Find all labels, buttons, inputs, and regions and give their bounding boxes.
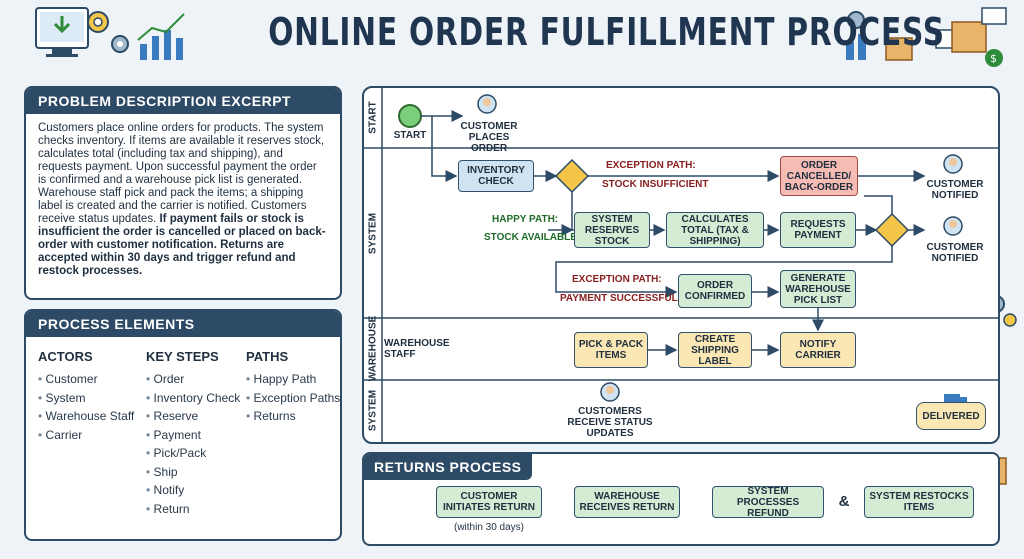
elements-heading: PROCESS ELEMENTS (26, 311, 340, 337)
delivered-node: DELIVERED (916, 402, 986, 430)
path-item: Exception Paths (246, 389, 340, 408)
truck-icon (944, 394, 967, 404)
request-payment-node: REQUESTS PAYMENT (780, 212, 856, 248)
shipping-label-node: CREATE SHIPPING LABEL (678, 332, 752, 368)
lane-start: START (367, 101, 379, 134)
actor-item: Customer (38, 370, 138, 389)
gear-icon (87, 11, 129, 53)
pick-list-node: GENERATE WAREHOUSE PICK LIST (780, 270, 856, 308)
lane-system: SYSTEM (367, 212, 379, 255)
step-item: Ship (146, 463, 246, 482)
exception-path-1-title: EXCEPTION PATH: (606, 160, 696, 171)
actor-item: Carrier (38, 426, 138, 445)
start-node (398, 104, 422, 128)
paths-column: PATHS Happy PathException PathsReturns (246, 349, 340, 426)
lane-system-2: SYSTEM (367, 389, 379, 432)
problem-text: Customers place online orders for produc… (26, 114, 340, 286)
swimlane-diagram (362, 86, 1000, 444)
status-updates-label: CUSTOMERS RECEIVE STATUS UPDATES (567, 406, 653, 439)
step-item: Reserve (146, 407, 246, 426)
customer-person-icon (477, 94, 497, 114)
customers-status-icon (600, 382, 620, 402)
customer-notified-1: CUSTOMER NOTIFIED (926, 179, 984, 201)
customer-notified-2: CUSTOMER NOTIFIED (926, 242, 984, 264)
exception-path-1-sub: STOCK INSUFFICIENT (602, 179, 709, 190)
step-item: Payment (146, 426, 246, 445)
inventory-check-node: INVENTORY CHECK (458, 160, 534, 192)
notify-carrier-node: NOTIFY CARRIER (780, 332, 856, 368)
actors-column: ACTORS CustomerSystemWarehouse StaffCarr… (38, 349, 138, 444)
step-item: Return (146, 500, 246, 519)
start-label: START (393, 130, 427, 141)
customer-notified-icon-1 (943, 154, 963, 174)
step-item: Inventory Check (146, 389, 246, 408)
warehouse-staff-label: WAREHOUSE STAFF (384, 338, 450, 360)
step-item: Notify (146, 481, 246, 500)
growth-chart-icon (137, 13, 185, 60)
system-restocks-items: SYSTEM RESTOCKS ITEMS (864, 486, 974, 518)
exception-path-2-sub: PAYMENT SUCCESSFUL (560, 293, 678, 304)
path-item: Returns (246, 407, 340, 426)
path-item: Happy Path (246, 370, 340, 389)
exception-path-2-title: EXCEPTION PATH: (572, 274, 662, 285)
customer-notified-icon-2 (943, 216, 963, 236)
customer-initiates-return: CUSTOMER INITIATES RETURN (436, 486, 542, 518)
elements-panel: PROCESS ELEMENTS ACTORS CustomerSystemWa… (24, 309, 342, 541)
reserve-stock-node: SYSTEM RESERVES STOCK (574, 212, 650, 248)
paths-title: PATHS (246, 349, 289, 364)
steps-column: KEY STEPS OrderInventory CheckReservePay… (146, 349, 246, 518)
returns-heading: RETURNS PROCESS (364, 454, 532, 480)
within-30-days: (within 30 days) (453, 522, 525, 533)
actor-item: Warehouse Staff (38, 407, 138, 426)
payment-decision-diamond (874, 212, 910, 248)
actor-item: System (38, 389, 138, 408)
actors-title: ACTORS (38, 349, 93, 364)
problem-text-bold: If payment fails or stock is insufficien… (38, 213, 326, 277)
steps-title: KEY STEPS (146, 349, 219, 364)
order-cancelled-node: ORDER CANCELLED/ BACK-ORDER (780, 156, 858, 196)
svg-text:$: $ (990, 52, 997, 65)
problem-panel: PROBLEM DESCRIPTION EXCERPT Customers pl… (24, 86, 342, 300)
step-item: Order (146, 370, 246, 389)
system-processes-refund: SYSTEM PROCESSES REFUND (712, 486, 824, 519)
step-item: Pick/Pack (146, 444, 246, 463)
pick-pack-node: PICK & PACK ITEMS (574, 332, 648, 368)
box-cluster-icon: $ (846, 7, 1007, 67)
problem-heading: PROBLEM DESCRIPTION EXCERPT (26, 88, 340, 114)
monitor-download-icon (35, 7, 89, 57)
warehouse-receives-return: WAREHOUSE RECEIVES RETURN (574, 486, 680, 518)
customer-places-order: CUSTOMER PLACES ORDER (460, 121, 518, 154)
happy-path-title: HAPPY PATH: (492, 214, 559, 225)
ampersand: & (838, 493, 850, 510)
problem-text-plain: Customers place online orders for produc… (38, 122, 325, 225)
order-confirmed-node: ORDER CONFIRMED (678, 274, 752, 308)
calc-total-node: CALCULATES TOTAL (TAX & SHIPPING) (666, 212, 764, 248)
stock-decision-diamond (554, 158, 590, 194)
happy-path-sub: STOCK AVAILABLE (484, 232, 577, 243)
